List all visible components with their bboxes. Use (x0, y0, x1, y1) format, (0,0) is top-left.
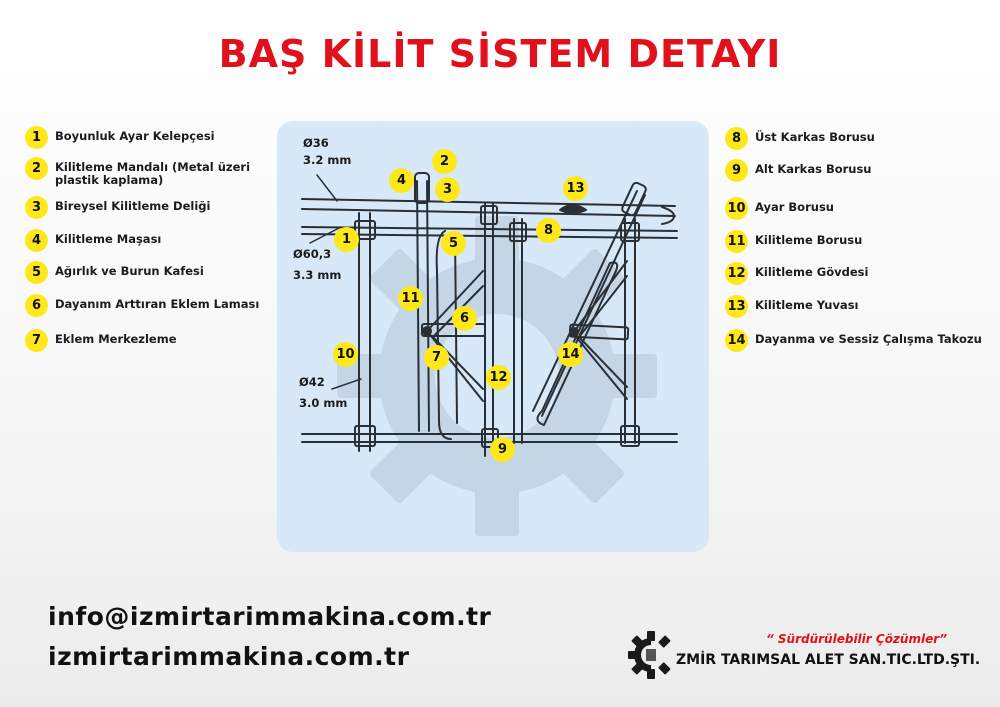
slogan: “ Sürdürülebilir Çözümler” (766, 632, 948, 646)
diagram-marker: 6 (452, 306, 477, 331)
legend-number: 8 (725, 127, 748, 150)
legend-number: 9 (725, 159, 748, 182)
legend-item: 11 Kilitleme Borusu (725, 230, 862, 253)
legend-item: 3 Bireysel Kilitleme Deliği (25, 196, 210, 219)
legend-item: 9 Alt Karkas Borusu (725, 159, 872, 182)
diagram-marker: 7 (424, 345, 449, 370)
legend-item: 1 Boyunluk Ayar Kelepçesi (25, 126, 215, 149)
diagram-marker: 4 (389, 168, 414, 193)
legend-number: 11 (725, 230, 748, 253)
legend-item: 4 Kilitleme Maşası (25, 229, 161, 252)
diagram-panel: Ø36 3.2 mm Ø60,3 3.3 mm Ø42 3.0 mm 2 4 3… (277, 121, 709, 552)
legend-item: 6 Dayanım Arttıran Eklem Laması (25, 294, 259, 317)
legend-number: 4 (25, 229, 48, 252)
legend-number: 14 (725, 329, 748, 352)
legend-label: Dayanma ve Sessiz Çalışma Takozu (755, 332, 982, 346)
contact-website[interactable]: izmirtarimmakina.com.tr (48, 642, 410, 671)
legend-number: 7 (25, 329, 48, 352)
legend-label: Ağırlık ve Burun Kafesi (55, 264, 204, 278)
legend-label: Kilitleme Borusu (755, 233, 863, 247)
legend-label: Boyunluk Ayar Kelepçesi (55, 129, 215, 143)
legend-label: Kilitleme Maşası (55, 232, 162, 246)
diagram-marker: 3 (435, 177, 460, 202)
dimension-label: Ø42 (299, 375, 325, 389)
legend-item: 7 Eklem Merkezleme (25, 329, 177, 352)
legend-number: 5 (25, 261, 48, 284)
diagram-marker: 11 (398, 286, 423, 311)
legend-label: Kilitleme Gövdesi (755, 265, 869, 279)
legend-number: 13 (725, 295, 748, 318)
legend-number: 3 (25, 196, 48, 219)
legend-number: 1 (25, 126, 48, 149)
legend-label: Eklem Merkezleme (55, 332, 177, 346)
dimension-label: Ø36 (303, 136, 329, 150)
legend-number: 2 (25, 157, 48, 180)
legend-number: 6 (25, 294, 48, 317)
gear-logo-icon (628, 631, 671, 679)
dimension-label: Ø60,3 (293, 247, 332, 261)
diagram-marker: 8 (536, 218, 561, 243)
dimension-label: 3.2 mm (303, 153, 352, 167)
diagram-marker: 5 (441, 231, 466, 256)
legend-item: 10 Ayar Borusu (725, 197, 834, 220)
dimension-label: 3.0 mm (299, 396, 348, 410)
legend-label: Kilitleme Mandalı (Metal üzeri plastik k… (55, 160, 251, 187)
legend-label: Ayar Borusu (755, 200, 834, 214)
company-name: ZMİR TARIMSAL ALET SAN.TIC.LTD.ŞTI. (676, 652, 981, 668)
contact-email[interactable]: info@izmirtarimmakina.com.tr (48, 602, 492, 631)
legend-label: Bireysel Kilitleme Deliği (55, 199, 211, 213)
head-lock-drawing (301, 172, 678, 536)
legend-label: Kilitleme Yuvası (755, 298, 859, 312)
legend-number: 10 (725, 197, 748, 220)
legend-item: 2 Kilitleme Mandalı (Metal üzeri plastik… (25, 157, 260, 187)
legend-item: 14 Dayanma ve Sessiz Çalışma Takozu (725, 329, 982, 352)
legend-label: Dayanım Arttıran Eklem Laması (55, 297, 260, 311)
diagram-marker: 2 (432, 149, 457, 174)
diagram-marker: 14 (558, 342, 583, 367)
diagram-marker: 9 (490, 437, 515, 462)
diagram-marker: 10 (333, 342, 358, 367)
legend-label: Üst Karkas Borusu (755, 130, 875, 144)
legend-item: 12 Kilitleme Gövdesi (725, 262, 868, 285)
legend-number: 12 (725, 262, 748, 285)
dimension-label: 3.3 mm (293, 268, 342, 282)
diagram-marker: 1 (334, 227, 359, 252)
page-title: BAŞ KİLİT SİSTEM DETAYI (218, 32, 782, 76)
legend-label: Alt Karkas Borusu (755, 162, 872, 176)
legend-item: 13 Kilitleme Yuvası (725, 295, 858, 318)
diagram-marker: 13 (563, 176, 588, 201)
legend-item: 5 Ağırlık ve Burun Kafesi (25, 261, 204, 284)
legend-item: 8 Üst Karkas Borusu (725, 127, 875, 150)
diagram-marker: 12 (486, 365, 511, 390)
